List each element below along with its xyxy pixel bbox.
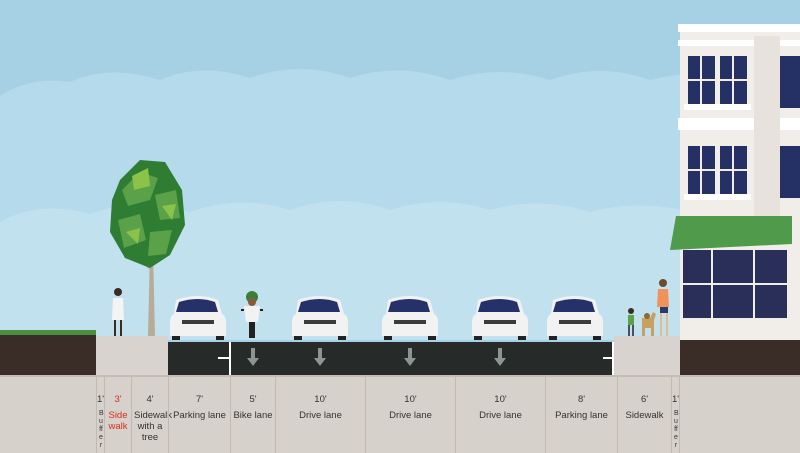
segment-sidewalk-with-tree[interactable]: 4' Sidewalk with a tree (131, 375, 173, 453)
segment-labels: 1' Buffer 3' Side walk 4' Sidewalk with … (0, 375, 800, 453)
segment-width: 6' (640, 394, 649, 405)
segment-width: 1' (672, 394, 680, 405)
tree-icon (110, 160, 185, 336)
segment-width: 3' (114, 394, 122, 405)
car-icon (547, 296, 603, 340)
left-ground (0, 333, 96, 375)
segment-name: Sidewalk (625, 410, 664, 421)
car-icon (472, 296, 528, 340)
down-arrow-icon (404, 348, 416, 366)
segment-width: 5' (249, 394, 257, 405)
segment-name: Parking lane (173, 410, 226, 421)
right-sidewalk (614, 336, 680, 375)
segment-width: 1' (97, 394, 105, 405)
segment-name: Buffer (99, 410, 104, 449)
segment-drive-lane-3[interactable]: 10' Drive lane (455, 375, 545, 453)
car-icon (292, 296, 348, 340)
segment-drive-lane-1[interactable]: 10' Drive lane (275, 375, 365, 453)
segment-width: 10' (404, 394, 417, 405)
segment-name: Buffer (674, 410, 679, 449)
segment-name: Parking lane (555, 410, 608, 421)
segment-buffer-right[interactable]: 1' Buffer (671, 375, 680, 453)
building-icon (670, 24, 800, 340)
left-sidewalk (96, 336, 168, 375)
segment-buffer-left[interactable]: 1' Buffer (96, 375, 104, 453)
car-icon (382, 296, 438, 340)
segment-name: Drive lane (479, 410, 522, 421)
roadway (168, 342, 614, 375)
segment-parking-lane-right[interactable]: 8' Parking lane (545, 375, 617, 453)
segment-width: 4' (146, 394, 154, 405)
segment-width: 10' (494, 394, 507, 405)
awning (670, 216, 792, 250)
bike-lane-marker-left-tick (218, 357, 230, 359)
segment-name: Drive lane (389, 410, 432, 421)
segment-parking-lane-left[interactable]: 7' Parking lane (168, 375, 230, 453)
segment-side-walk[interactable]: 3' Side walk (104, 375, 131, 453)
label-strip (0, 375, 800, 453)
segment-name: Sidewalk with a tree (134, 410, 173, 443)
right-ground (680, 338, 800, 375)
segment-bike-lane[interactable]: 5' Bike lane (230, 375, 275, 453)
down-arrow-icon (494, 348, 506, 366)
segment-width: 8' (577, 394, 586, 405)
down-arrow-icon (247, 348, 259, 366)
segment-name: Bike lane (233, 410, 273, 421)
segment-name: Drive lane (299, 410, 342, 421)
parking-marker-right-tick (603, 357, 613, 359)
dog-icon (642, 312, 656, 336)
cloud-band-upper (0, 69, 800, 230)
segment-drive-lane-2[interactable]: 10' Drive lane (365, 375, 455, 453)
cyclist-icon (241, 291, 263, 338)
pedestrian-icon (112, 288, 124, 336)
pedestrian-icon (657, 279, 669, 336)
down-arrow-icon (314, 348, 326, 366)
segment-name: Side walk (108, 410, 128, 432)
pedestrian-icon (628, 308, 634, 336)
segment-sidewalk-right[interactable]: 6' Sidewalk (617, 375, 671, 453)
left-grass (0, 330, 96, 335)
car-icon (170, 296, 226, 340)
segment-width: 10' (314, 394, 327, 405)
segment-width: 7' (195, 394, 204, 405)
